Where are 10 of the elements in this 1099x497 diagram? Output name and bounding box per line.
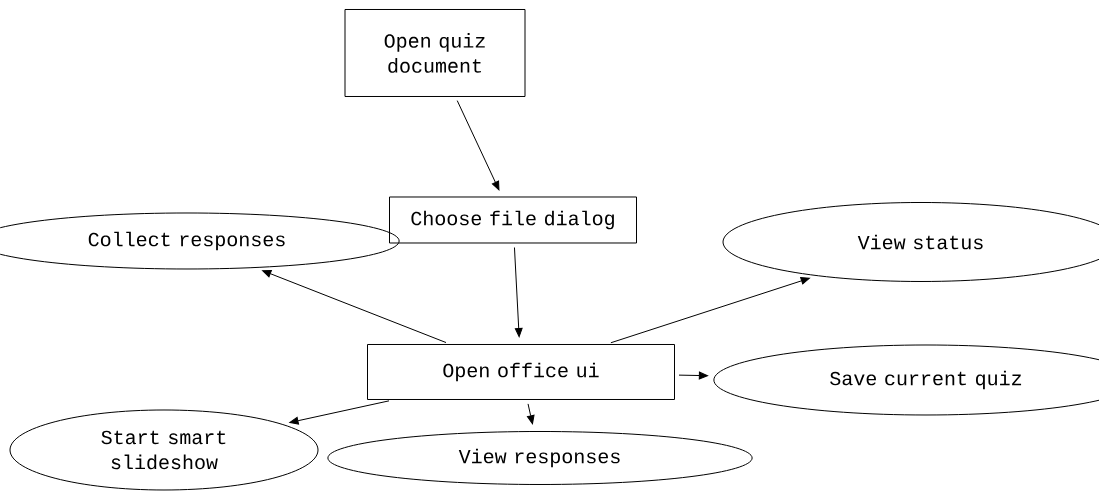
arrow — [456, 100, 500, 191]
arrow — [526, 403, 535, 425]
process-box: Choose file dialog — [389, 196, 637, 244]
arrow — [262, 269, 447, 344]
process-box: Open quiz document — [344, 9, 526, 97]
arrow — [289, 400, 390, 425]
process-box: Open office ui — [367, 344, 675, 400]
arrow — [678, 371, 708, 380]
arrow — [513, 247, 523, 338]
arrow — [610, 277, 810, 344]
